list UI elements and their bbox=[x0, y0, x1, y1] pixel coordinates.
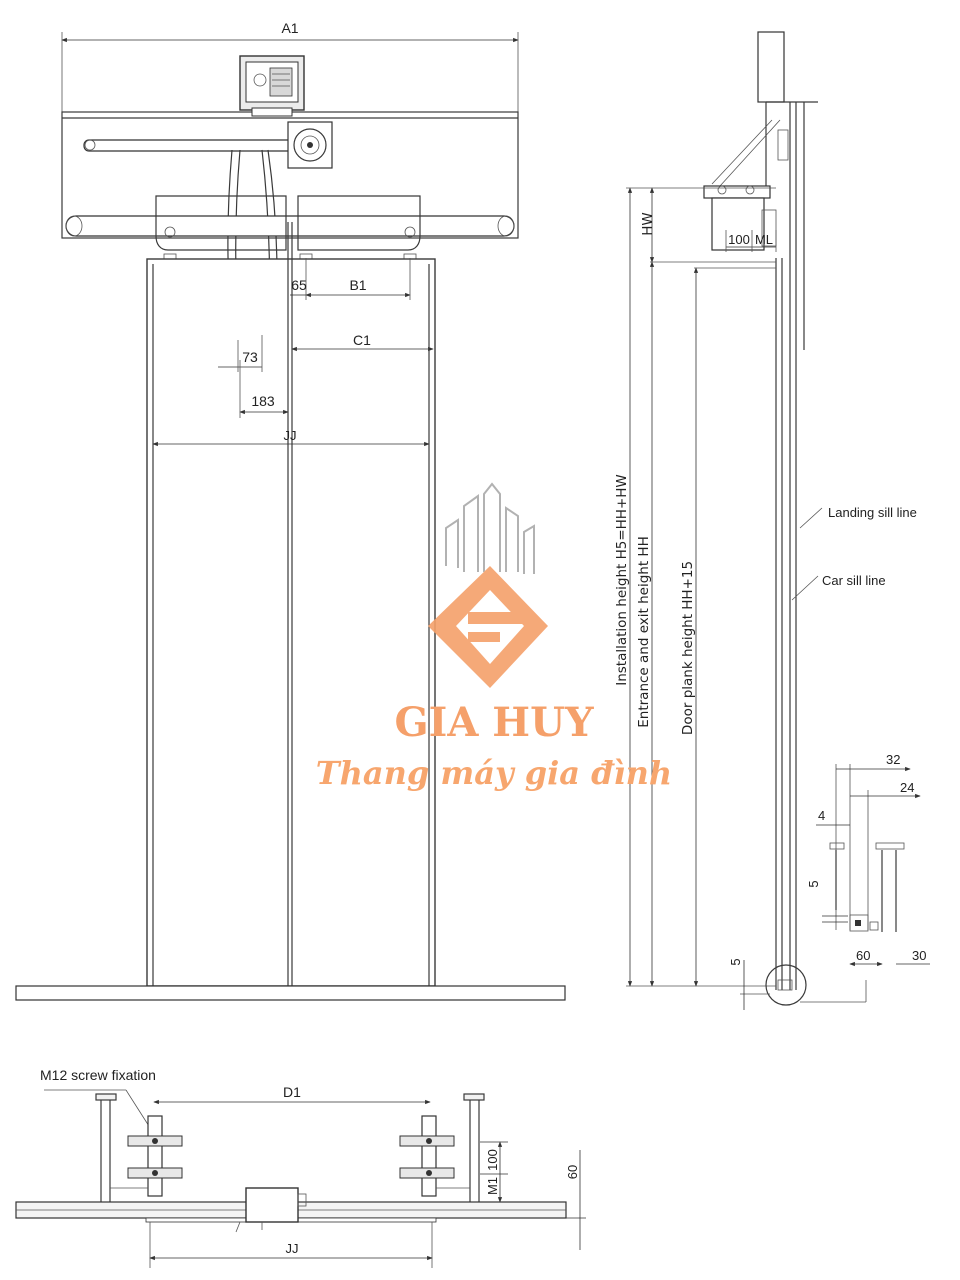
dim-65: 65 bbox=[291, 277, 307, 293]
sill-detail-circle bbox=[765, 964, 807, 1006]
dim-100-plan: 100 bbox=[485, 1149, 500, 1171]
side-view: 100 ML HW Installation height H5=HH+HW E… bbox=[614, 31, 930, 1010]
dim-30: 30 bbox=[912, 948, 926, 963]
dim-ml: ML bbox=[755, 232, 773, 247]
dim-5-detail: 5 bbox=[806, 880, 821, 887]
car-sill-line-label: Car sill line bbox=[822, 573, 886, 588]
right-bracket bbox=[399, 1093, 485, 1202]
landing-sill-line-label: Landing sill line bbox=[828, 505, 917, 520]
m12-screw-note: M12 screw fixation bbox=[40, 1067, 156, 1083]
dim-60-plan: 60 bbox=[565, 1165, 580, 1179]
left-bracket bbox=[95, 1093, 183, 1202]
drive-rod bbox=[83, 121, 333, 169]
sill-detail: 32 24 4 5 60 30 bbox=[806, 752, 930, 967]
dim-73: 73 bbox=[242, 349, 258, 365]
gia-huy-logo bbox=[428, 482, 548, 688]
watermark-tagline: Thang máy gia đình bbox=[316, 754, 672, 792]
plan-motor-box bbox=[245, 1187, 299, 1223]
dim-jj: JJ bbox=[284, 428, 297, 443]
installation-height-label: Installation height H5=HH+HW bbox=[614, 474, 630, 686]
landing-sill bbox=[15, 985, 566, 1001]
dim-60-side: 60 bbox=[856, 948, 870, 963]
dim-jj-plan: JJ bbox=[286, 1241, 299, 1256]
front-view: A1 bbox=[15, 20, 566, 1001]
dim-183: 183 bbox=[251, 393, 275, 409]
door-frame bbox=[146, 258, 436, 987]
dim-b1: B1 bbox=[349, 277, 366, 293]
entrance-height-label: Entrance and exit height HH bbox=[636, 536, 652, 728]
door-hangers bbox=[155, 195, 421, 261]
track-rail bbox=[65, 215, 515, 237]
dim-c1: C1 bbox=[353, 332, 371, 348]
dim-hw: HW bbox=[640, 212, 656, 236]
dim-100-side: 100 bbox=[728, 232, 750, 247]
dim-5-bottom: 5 bbox=[728, 958, 743, 965]
dim-d1: D1 bbox=[283, 1084, 301, 1100]
plan-view: M12 screw fixation D1 bbox=[15, 1067, 586, 1268]
dim-24: 24 bbox=[900, 780, 914, 795]
motor-controller bbox=[239, 55, 305, 117]
dim-m1: M1 bbox=[485, 1177, 500, 1195]
door-plank-height-label: Door plank height HH+15 bbox=[680, 561, 696, 735]
dim-a1: A1 bbox=[281, 20, 298, 36]
dim-32: 32 bbox=[886, 752, 900, 767]
dim-4: 4 bbox=[818, 808, 825, 823]
watermark-name: GIA HUY bbox=[394, 699, 594, 746]
